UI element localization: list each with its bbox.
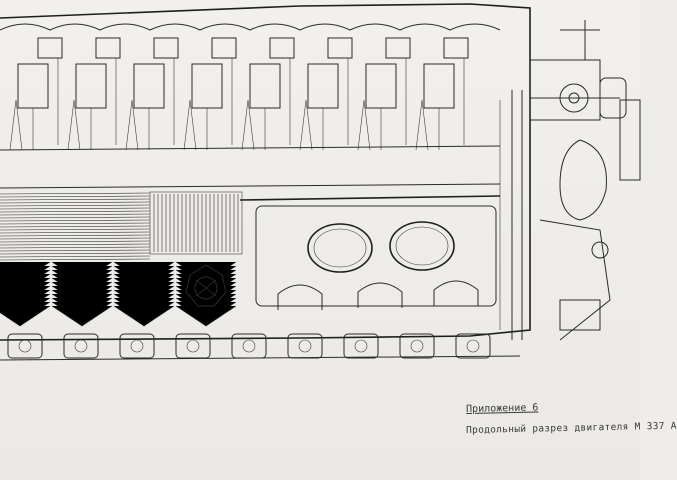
valve-guide (241, 99, 255, 151)
bearing-cap (455, 333, 491, 359)
fin-line (0, 201, 151, 204)
bearing-cap (343, 333, 379, 359)
bearing-cap (175, 333, 211, 359)
fin-line (0, 198, 151, 201)
bearing-cap (7, 333, 43, 359)
valve-spring-housing (307, 63, 339, 109)
bearing-bolt (242, 339, 256, 353)
crank-webs (0, 261, 237, 327)
fin-line (0, 258, 151, 261)
fin-line (0, 207, 151, 210)
valve-guide (9, 99, 23, 151)
valve-cap (153, 37, 179, 59)
fin-line (0, 192, 151, 195)
valve-guide (357, 99, 371, 151)
valve-cap (327, 37, 353, 59)
web-line (175, 305, 237, 327)
fin-line (0, 234, 151, 237)
block-line-middle (0, 183, 501, 189)
valve-guide (67, 99, 81, 151)
engine-section-drawing (0, 3, 641, 361)
valve-spring-housing (17, 63, 49, 109)
bearing-bolt (186, 339, 200, 353)
valve-spring-housing (191, 63, 223, 109)
bearing-arch (357, 282, 403, 308)
bearing-arch (433, 280, 479, 306)
oval-window-inner (395, 226, 449, 266)
fin-line (0, 195, 151, 198)
valve-spring-housing (365, 63, 397, 109)
sump-line (0, 355, 521, 361)
fin-line (0, 204, 151, 207)
lower-block (255, 205, 497, 307)
bearing-cap (119, 333, 155, 359)
valve-spring-housing (249, 63, 281, 109)
valve-spring-housing (75, 63, 107, 109)
valve-cap (443, 37, 469, 59)
valve-spring-housing (133, 63, 165, 109)
valve-guide (299, 99, 313, 151)
oil-pump-flange (185, 264, 227, 307)
fin-line (0, 219, 151, 222)
valve-cover-line (0, 23, 501, 31)
block-deck-line (239, 195, 501, 201)
fin-line (0, 216, 151, 219)
bearing-arch (277, 284, 323, 310)
valve-cap (211, 37, 237, 59)
block-oval-windows (307, 221, 455, 273)
valve-gear-row (9, 37, 469, 151)
oval-window (307, 223, 373, 273)
bearing-bolt (466, 339, 480, 353)
crankcase-outline (0, 3, 531, 341)
fin-line (0, 240, 151, 243)
web-line (0, 305, 51, 327)
bearing-bolt (74, 339, 88, 353)
fin-line (0, 249, 151, 252)
valve-spring-housing (423, 63, 455, 109)
bearing-bolt (18, 339, 32, 353)
fin-line (0, 225, 151, 228)
bearing-bolt (130, 339, 144, 353)
bearing-arches (277, 280, 479, 310)
fin-line (0, 255, 151, 258)
valve-guide (125, 99, 139, 151)
bearing-cap (399, 333, 435, 359)
oval-window-inner (313, 228, 367, 268)
valve-guide (183, 99, 197, 151)
fin-line (0, 231, 151, 234)
web-line (113, 305, 175, 327)
accessory-gearbox (529, 20, 641, 341)
vertical-drive-shaft (499, 90, 523, 340)
valve-cap (269, 37, 295, 59)
cooling-fins (0, 192, 151, 261)
bearing-bolt (410, 339, 424, 353)
valve-guide (415, 99, 429, 151)
bearing-cap (63, 333, 99, 359)
fin-line (0, 228, 151, 231)
fin-line (0, 222, 151, 225)
fin-line (0, 210, 151, 213)
hatched-section (153, 194, 239, 252)
fin-line (0, 252, 151, 255)
bearing-bolt (298, 339, 312, 353)
valve-cap (95, 37, 121, 59)
section-box-center (149, 191, 243, 255)
block-line-upper (0, 145, 501, 151)
fin-line (0, 246, 151, 249)
valve-cap (37, 37, 63, 59)
bearing-bolt (354, 339, 368, 353)
oval-window (389, 221, 455, 271)
annex-label: Приложение 6 (466, 402, 539, 415)
fin-line (0, 237, 151, 240)
fin-line (0, 213, 151, 216)
valve-cap (385, 37, 411, 59)
fin-line (0, 243, 151, 246)
web-line (51, 305, 113, 327)
